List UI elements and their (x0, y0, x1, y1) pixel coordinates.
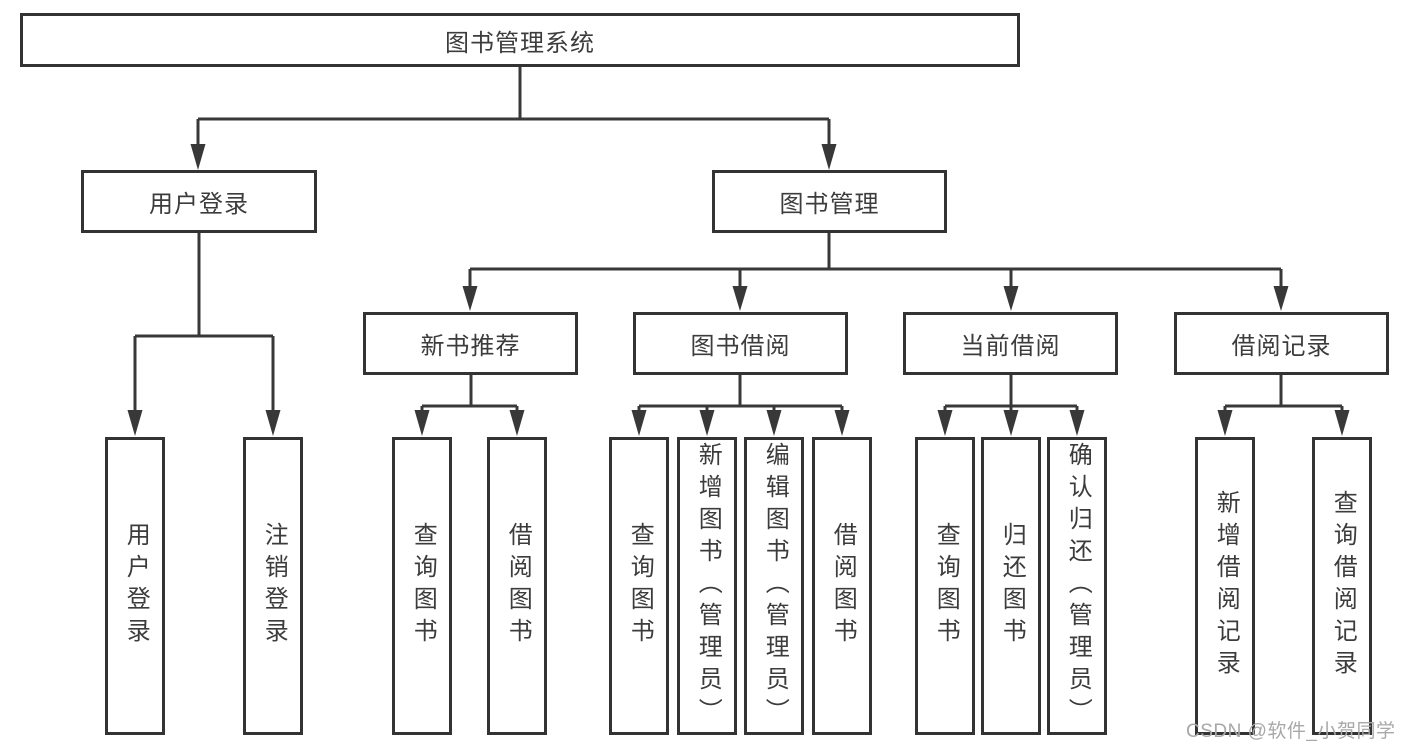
leaf-borrowing-query-books-label: 查询图书 (626, 522, 654, 650)
leaf-records-add-record: 新增借阅记录 (1195, 437, 1255, 735)
leaf-borrowing-edit-books-admin-label: 编辑图书（管理员） (761, 442, 789, 730)
node-current-borrowing-label: 当前借阅 (960, 333, 1061, 360)
leaf-current-confirm-return-admin-label: 确认归还（管理员） (1064, 442, 1092, 730)
node-user-login-label: 用户登录 (149, 191, 249, 218)
leaf-recommend-query-books-label: 查询图书 (409, 522, 437, 650)
connector-book-borrowing (637, 375, 844, 418)
leaf-records-add-record-label: 新增借阅记录 (1212, 490, 1240, 682)
leaf-borrowing-add-books-admin: 新增图书（管理员） (677, 437, 737, 735)
node-borrowing-records-label: 借阅记录 (1231, 333, 1332, 360)
node-book-borrowing: 图书借阅 (633, 312, 848, 375)
leaf-current-query-books: 查询图书 (915, 437, 975, 735)
connector-root (196, 67, 831, 150)
leaf-recommend-borrow-books-label: 借阅图书 (504, 522, 532, 650)
connector-current-borrowing (943, 375, 1079, 418)
connector-new-book-recommend (420, 375, 519, 418)
node-library-management-system-label: 图书管理系统 (445, 29, 595, 57)
leaf-borrowing-borrow-books: 借阅图书 (812, 437, 872, 735)
connector-borrowing-records (1223, 375, 1344, 418)
leaf-user-login-label: 用户登录 (122, 522, 150, 650)
leaf-current-query-books-label: 查询图书 (932, 522, 960, 650)
node-book-management-label: 图书管理 (779, 191, 880, 218)
node-library-management-system: 图书管理系统 (20, 13, 1020, 67)
leaf-records-query-record-label: 查询借阅记录 (1329, 490, 1357, 682)
node-current-borrowing: 当前借阅 (903, 312, 1118, 375)
leaf-current-return-books-label: 归还图书 (998, 522, 1026, 650)
connector-user-login (133, 233, 275, 418)
csdn-watermark: CSDN @软件_小贺同学 (1186, 721, 1396, 742)
node-book-management: 图书管理 (712, 170, 947, 233)
node-new-book-recommend-label: 新书推荐 (420, 333, 521, 360)
leaf-user-login: 用户登录 (105, 437, 165, 735)
leaf-records-query-record: 查询借阅记录 (1312, 437, 1372, 735)
leaf-recommend-borrow-books: 借阅图书 (487, 437, 547, 735)
leaf-borrowing-edit-books-admin: 编辑图书（管理员） (744, 437, 804, 735)
leaf-borrowing-add-books-admin-label: 新增图书（管理员） (694, 442, 722, 730)
node-borrowing-records: 借阅记录 (1174, 312, 1389, 375)
leaf-current-return-books: 归还图书 (981, 437, 1041, 735)
leaf-borrowing-query-books: 查询图书 (609, 437, 669, 735)
node-book-borrowing-label: 图书借阅 (690, 333, 791, 360)
node-new-book-recommend: 新书推荐 (363, 312, 578, 375)
leaf-borrowing-borrow-books-label: 借阅图书 (829, 522, 857, 650)
connector-book-management (468, 233, 1283, 292)
leaf-current-confirm-return-admin: 确认归还（管理员） (1047, 437, 1107, 735)
leaf-logout: 注销登录 (243, 437, 303, 735)
leaf-logout-label: 注销登录 (260, 522, 288, 650)
leaf-recommend-query-books: 查询图书 (392, 437, 452, 735)
node-user-login: 用户登录 (81, 170, 317, 233)
